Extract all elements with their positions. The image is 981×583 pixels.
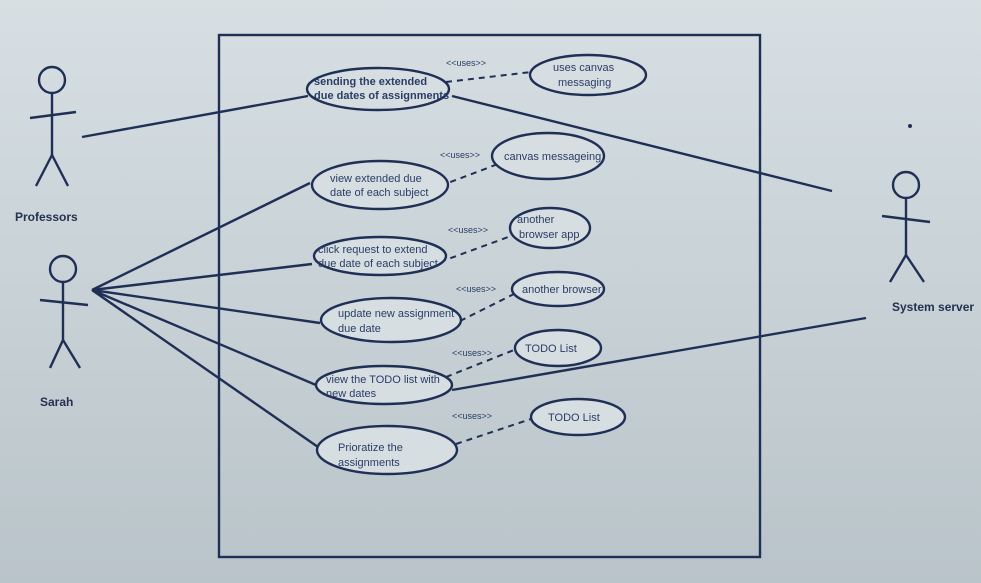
uses-link-3 bbox=[439, 235, 512, 263]
included-label: messaging bbox=[558, 77, 611, 89]
included-another-browser-app: another browser app bbox=[508, 206, 592, 250]
actor-label-professors: Professors bbox=[15, 210, 78, 224]
assoc-uc5-system bbox=[451, 316, 867, 392]
included-canvas-messaging: canvas messageing bbox=[490, 131, 606, 181]
use-case-label: due date of each subject bbox=[318, 258, 438, 270]
stereotype-label-6: <<uses>> bbox=[452, 411, 492, 421]
actor-label-sarah: Sarah bbox=[40, 395, 73, 409]
included-label: another browser bbox=[522, 284, 602, 296]
included-label: canvas messageing bbox=[504, 151, 601, 163]
stereotype-label-5: <<uses>> bbox=[452, 348, 492, 358]
included-label: browser app bbox=[519, 229, 580, 241]
uses-link-4 bbox=[459, 293, 515, 322]
use-case-update-new-assignment: update new assignment due date bbox=[319, 296, 463, 344]
use-case-label: new dates bbox=[326, 388, 377, 400]
included-uses-canvas-messaging: uses canvas messaging bbox=[528, 53, 648, 97]
assoc-professors-uc1 bbox=[81, 94, 309, 139]
stereotype-label-1: <<uses>> bbox=[446, 58, 486, 68]
assoc-sarah-uc2 bbox=[91, 181, 311, 292]
use-case-sending-extended-due-dates: sending the extended due dates of assign… bbox=[305, 66, 451, 112]
stereotype-label-2: <<uses>> bbox=[440, 150, 480, 160]
included-label: another bbox=[517, 214, 555, 226]
actor-professors bbox=[29, 65, 77, 187]
actor-sarah bbox=[39, 254, 89, 369]
assoc-sarah-uc4 bbox=[91, 288, 321, 325]
assoc-sarah-uc6 bbox=[91, 289, 319, 448]
assoc-sarah-uc5 bbox=[91, 288, 317, 387]
use-case-label: sending the extended bbox=[314, 76, 427, 88]
use-case-label: update new assignment bbox=[338, 308, 454, 320]
included-another-browser: another browser bbox=[510, 270, 606, 308]
included-todo-list-2: TODO List bbox=[529, 397, 627, 437]
uses-link-1 bbox=[445, 70, 541, 83]
use-case-label: Prioratize the bbox=[338, 442, 403, 454]
use-case-label: click request to extend bbox=[318, 244, 427, 256]
use-case-label: view the TODO list with bbox=[326, 374, 440, 386]
stereotype-label-3: <<uses>> bbox=[448, 225, 488, 235]
use-case-click-request-extend: click request to extend due date of each… bbox=[312, 235, 448, 277]
stray-dot bbox=[908, 124, 912, 128]
use-case-label: date of each subject bbox=[330, 187, 428, 199]
actor-label-system-server: System server bbox=[892, 300, 974, 314]
use-case-prioratize-assignments: Prioratize the assignments bbox=[315, 424, 459, 476]
included-todo-list-1: TODO List bbox=[513, 328, 603, 368]
use-case-view-todo-list: view the TODO list with new dates bbox=[314, 364, 454, 406]
use-case-label: assignments bbox=[338, 457, 400, 469]
included-label: TODO List bbox=[525, 343, 577, 355]
system-boundary bbox=[217, 33, 762, 559]
included-label: TODO List bbox=[548, 412, 600, 424]
stereotype-label-4: <<uses>> bbox=[456, 284, 496, 294]
use-case-label: due date bbox=[338, 323, 381, 335]
assoc-sarah-uc3 bbox=[91, 262, 313, 292]
uses-link-5 bbox=[445, 349, 515, 378]
uses-link-6 bbox=[455, 417, 535, 445]
use-case-view-extended-due-date: view extended due date of each subject bbox=[310, 159, 450, 211]
included-label: uses canvas bbox=[553, 62, 615, 74]
actor-system-server bbox=[881, 170, 931, 283]
assoc-uc1-system bbox=[451, 94, 833, 193]
use-case-label: view extended due bbox=[330, 173, 422, 185]
use-case-label: due dates of assignments bbox=[314, 90, 449, 102]
